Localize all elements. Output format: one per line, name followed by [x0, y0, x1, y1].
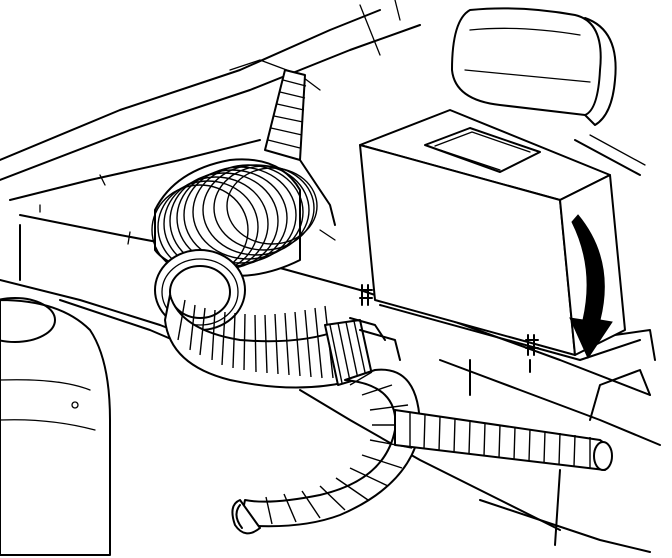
seat-back	[451, 7, 646, 176]
removal-arrow	[569, 214, 613, 360]
harness-branch-to-connector	[231, 368, 613, 535]
wrapped-wiring-harness	[151, 69, 401, 389]
module-studs	[359, 284, 539, 373]
module-connector	[424, 127, 541, 173]
floor-panel-lines	[0, 0, 661, 553]
electronic-module	[359, 109, 641, 373]
rear-dome-cover	[0, 297, 111, 556]
